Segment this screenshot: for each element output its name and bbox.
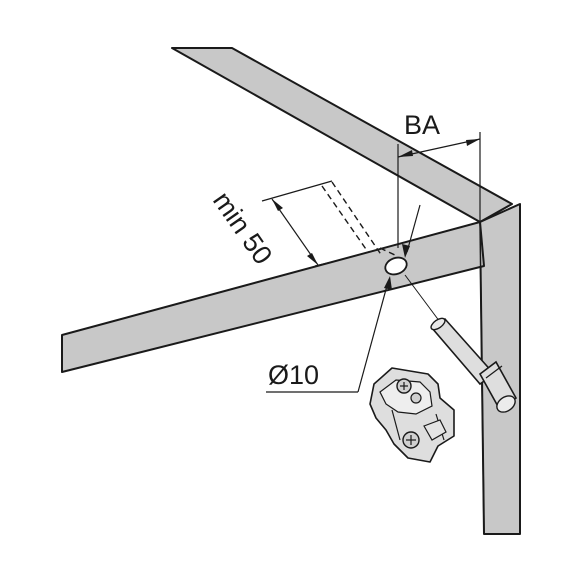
mounting-plate	[369, 367, 455, 463]
diameter-leader	[266, 276, 392, 393]
ba-label: BA	[404, 110, 440, 140]
diameter-label: Ø10	[268, 360, 319, 390]
drill-hole	[384, 256, 408, 276]
drill-guide-lines	[321, 181, 398, 257]
ba-dimension	[397, 132, 481, 248]
hole-pointer-top	[402, 204, 421, 258]
min-distance-dimension	[261, 180, 333, 267]
bumper-part	[430, 317, 518, 413]
front-rail	[61, 221, 485, 373]
top-panel	[171, 47, 513, 223]
min-distance-label: min 50	[207, 186, 278, 270]
bumper-guide-line	[404, 274, 441, 323]
